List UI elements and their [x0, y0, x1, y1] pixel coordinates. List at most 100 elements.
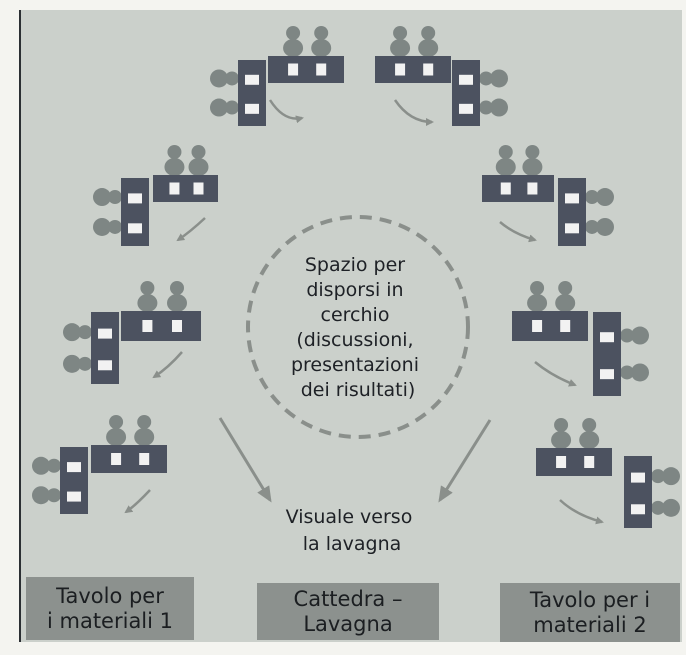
- person-body: [490, 98, 508, 117]
- desk-vertical: [624, 456, 652, 528]
- person-body: [134, 428, 155, 446]
- person-body: [631, 326, 649, 345]
- center-line: disporsi in: [306, 279, 403, 301]
- person-head: [78, 325, 92, 340]
- desk-vertical: [238, 60, 266, 126]
- desk-horizontal: [91, 445, 167, 473]
- person-head: [582, 418, 597, 432]
- person-head: [286, 26, 301, 40]
- person-head: [314, 26, 329, 40]
- person-head: [170, 281, 184, 295]
- desk-group: [63, 281, 201, 384]
- person-head: [620, 328, 634, 343]
- desk-vertical: [558, 178, 586, 246]
- person-head: [108, 190, 122, 205]
- person-head: [479, 71, 493, 86]
- desk-slot: [631, 504, 645, 515]
- person-head: [525, 145, 540, 159]
- materials-table-2-box: Tavolo per i materiali 2: [500, 583, 680, 642]
- person-body: [495, 158, 516, 176]
- view-label-line: la lavagna: [303, 533, 402, 555]
- desk-slot: [169, 182, 180, 195]
- person-head: [225, 100, 239, 115]
- person-body: [210, 69, 228, 88]
- desk-slot: [459, 103, 473, 114]
- desk-groups: [32, 26, 680, 528]
- view-label-line: Visuale verso: [286, 506, 413, 528]
- desk-slot: [245, 74, 259, 85]
- person-head: [620, 365, 634, 380]
- desk-slot: [67, 491, 81, 502]
- center-line: presentazioni: [291, 354, 419, 376]
- person-body: [311, 39, 332, 57]
- person-head: [78, 356, 92, 371]
- desk-slot: [172, 320, 182, 332]
- desk-slot: [565, 193, 579, 204]
- desk-slot: [128, 193, 142, 204]
- person-head: [167, 145, 182, 159]
- person-body: [579, 431, 600, 449]
- desk-group: [482, 145, 614, 246]
- desk-slot: [631, 472, 645, 483]
- desk-slot: [560, 320, 571, 332]
- person-head: [109, 415, 124, 429]
- center-line: cerchio: [321, 304, 390, 326]
- rotation-arrow: [499, 221, 537, 243]
- desk-group: [375, 26, 508, 126]
- rotation-arrow: [393, 99, 434, 126]
- desk-vertical: [452, 60, 480, 126]
- desk-horizontal: [268, 56, 344, 83]
- desk-vertical: [121, 178, 149, 246]
- desk-vertical: [593, 312, 621, 396]
- person-body: [137, 294, 158, 312]
- desk-slot: [245, 103, 259, 114]
- rotation-arrow: [176, 217, 206, 242]
- person-body: [527, 294, 548, 312]
- desk-slot: [128, 223, 142, 234]
- person-body: [210, 98, 228, 117]
- person-body: [63, 354, 81, 373]
- person-head: [108, 219, 122, 234]
- center-circle-text: Spazio per disporsi in cerchio (discussi…: [291, 254, 425, 401]
- center-line: (discussioni,: [296, 329, 413, 351]
- desk-slot: [565, 223, 579, 234]
- person-body: [490, 69, 508, 88]
- person-body: [167, 294, 187, 312]
- person-body: [662, 498, 680, 517]
- person-head: [140, 281, 155, 295]
- person-head: [225, 71, 239, 86]
- desk-slot: [98, 328, 112, 339]
- desk-slot: [111, 453, 122, 465]
- desk-slot: [556, 456, 567, 468]
- materials-table-1-box: Tavolo per i materiali 1: [26, 577, 194, 640]
- person-head: [651, 500, 665, 515]
- person-body: [93, 217, 111, 236]
- person-head: [558, 281, 573, 295]
- desk-slot: [600, 332, 614, 343]
- desk-slot: [316, 63, 327, 76]
- desk-horizontal: [482, 175, 554, 202]
- center-line: Spazio per: [305, 254, 405, 276]
- desk-horizontal: [121, 311, 201, 341]
- desk-group: [536, 418, 680, 528]
- desk-slot: [395, 63, 406, 76]
- desk-slot: [423, 63, 434, 76]
- person-body: [390, 39, 411, 57]
- person-body: [32, 486, 50, 505]
- person-body: [522, 158, 543, 176]
- desk-slot: [193, 182, 204, 195]
- desk-slot: [500, 182, 511, 195]
- desk-slot: [67, 462, 81, 473]
- rotation-arrow: [559, 499, 604, 525]
- materials-table-1-label: Tavolo per i materiali 1: [46, 583, 174, 633]
- desk-horizontal: [153, 175, 218, 202]
- desk-slot: [584, 456, 595, 468]
- view-arrow-right: [438, 419, 492, 503]
- rotation-arrow: [268, 99, 304, 124]
- materials-table-2-label: Tavolo per i materiali 2: [529, 587, 651, 637]
- person-body: [32, 456, 50, 475]
- rotation-arrow: [534, 361, 577, 387]
- person-body: [106, 428, 127, 446]
- center-discussion-circle: [246, 215, 470, 439]
- person-head: [554, 418, 569, 432]
